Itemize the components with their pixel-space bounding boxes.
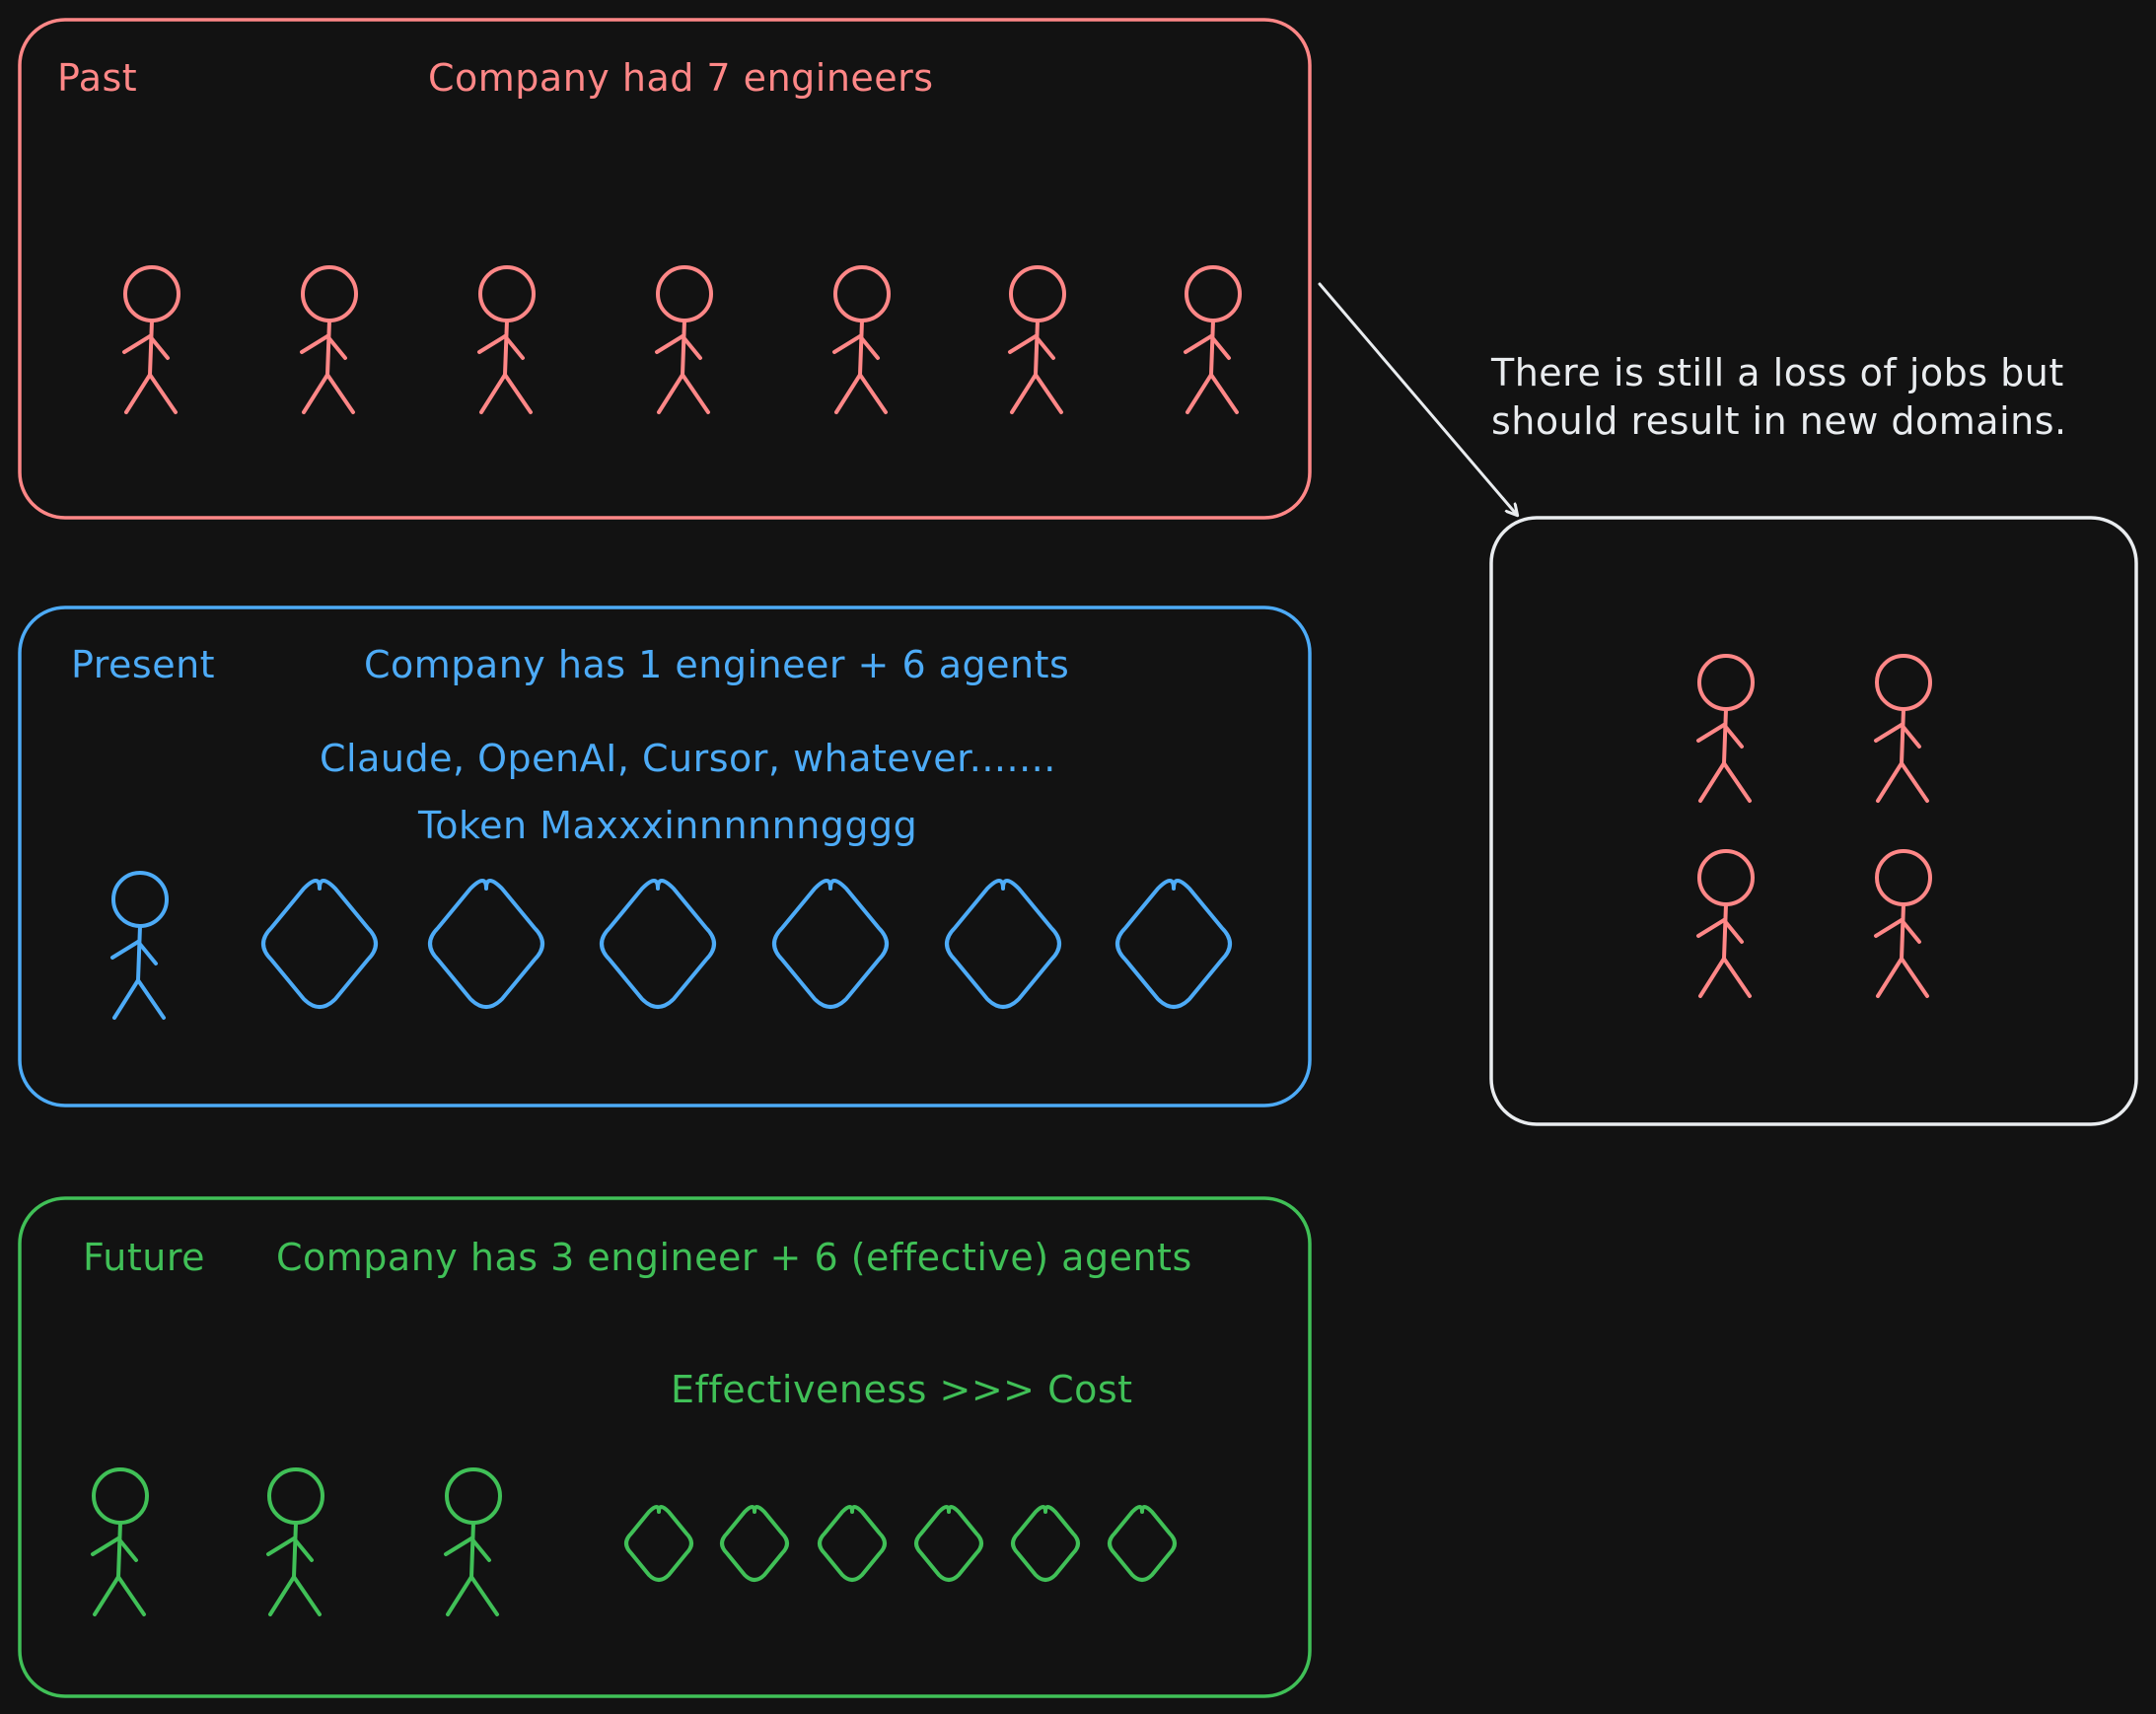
new-domains-note: There is still a loss of jobs but should… (1491, 351, 2067, 444)
future-headline: Company has 3 engineer + 6 (effective) a… (276, 1236, 1192, 1279)
present-slogan: Token Maxxxinnnnnngggg (418, 804, 918, 847)
past-engineer-figure (655, 265, 713, 414)
present-agent-diamond (772, 879, 889, 1009)
future-agent-diamond (914, 1505, 983, 1582)
future-tagline: Effectiveness >>> Cost (671, 1368, 1133, 1411)
past-engineer-figure (477, 265, 536, 414)
present-label: Present (71, 643, 216, 686)
present-headline: Company has 1 engineer + 6 agents (364, 643, 1070, 686)
future-agent-diamond (624, 1505, 693, 1582)
new-domain-engineer-figure (1874, 849, 1932, 998)
past-headline: Company had 7 engineers (428, 56, 934, 100)
present-engineer-figure (110, 871, 169, 1020)
present-agent-diamond (428, 879, 544, 1009)
figures-layer (91, 265, 1932, 1616)
future-label: Future (83, 1236, 206, 1279)
present-agent-diamond (261, 879, 378, 1009)
present-panel (18, 606, 1312, 1107)
past-engineer-figure (1184, 265, 1242, 414)
new-domain-engineer-figure (1874, 654, 1932, 803)
past-engineer-figure (832, 265, 891, 414)
future-agent-diamond (720, 1505, 789, 1582)
future-panel (18, 1196, 1312, 1698)
present-agent-diamond (1115, 879, 1232, 1009)
new-domains-panel (1489, 516, 2138, 1126)
past-engineer-figure (122, 265, 180, 414)
future-agent-diamond (1108, 1505, 1177, 1582)
present-agent-diamond (945, 879, 1061, 1009)
future-agent-diamond (1011, 1505, 1080, 1582)
future-engineer-figure (266, 1467, 324, 1616)
past-panel (18, 18, 1312, 520)
past-label: Past (57, 56, 138, 100)
future-engineer-figure (91, 1467, 149, 1616)
past-engineer-figure (300, 265, 358, 414)
future-engineer-figure (444, 1467, 502, 1616)
new-domain-engineer-figure (1696, 849, 1755, 998)
transition-arrow (1318, 282, 1517, 515)
new-domain-engineer-figure (1696, 654, 1755, 803)
present-agent-diamond (600, 879, 716, 1009)
present-tools: Claude, OpenAI, Cursor, whatever....... (320, 737, 1056, 780)
past-engineer-figure (1008, 265, 1066, 414)
future-agent-diamond (818, 1505, 887, 1582)
